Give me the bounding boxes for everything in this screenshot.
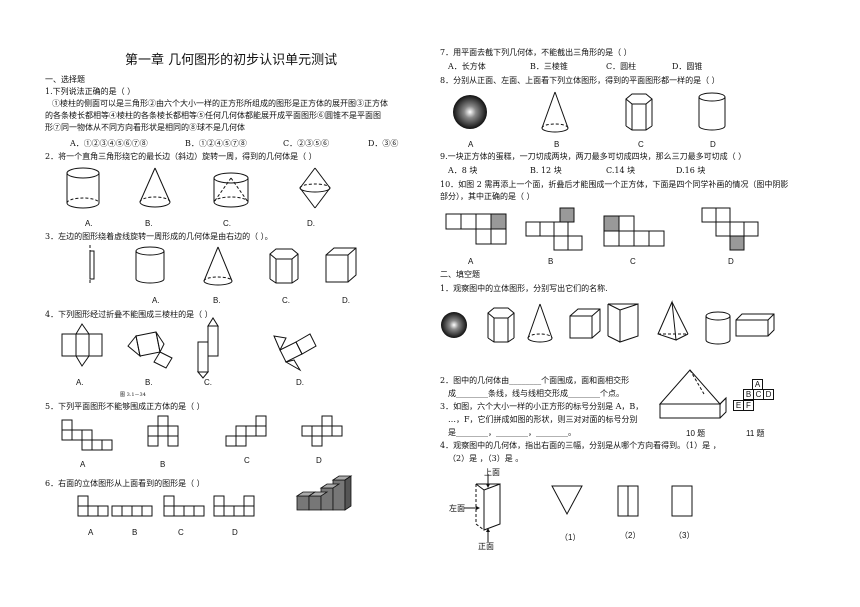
q7-option-c: C．圆柱 xyxy=(606,62,637,71)
f4-view-1: （1） xyxy=(560,533,581,542)
f2-line1: 2．图中的几何体由________个面围成，面和面相交形 xyxy=(440,376,630,385)
q10-label-b: B xyxy=(548,257,554,266)
q1-option-a: A．①②③④⑤⑥⑦⑧ xyxy=(70,139,148,148)
q1-line1: ①棱柱的侧面可以是三角形②由六个大小一样的正方形所组成的图形是正方体的展开图③正… xyxy=(52,99,388,108)
f1-figures xyxy=(441,300,775,345)
q2-figures xyxy=(66,167,331,209)
q1-option-d: D．③⑥ xyxy=(368,139,399,148)
q4-figures xyxy=(61,317,317,379)
q4-stem: 4．下列图形经过折叠不能围成三棱柱的是（ ） xyxy=(45,310,213,319)
q8-label-c: C xyxy=(638,140,644,149)
net-cell-f: F xyxy=(743,400,754,411)
q2-label-b: B. xyxy=(145,219,153,228)
q5-stem: 5．下列平面图形不能够围成正方体的是（ ） xyxy=(45,402,205,411)
sphere-shape xyxy=(453,95,487,129)
q3-label-c: C. xyxy=(282,296,290,305)
q4-figure-caption: 图 3.1－34 xyxy=(120,392,146,398)
q9-option-c: C.14 块 xyxy=(606,166,636,175)
q4-label-d: D. xyxy=(296,378,304,387)
f3-line2: …，F，它们拼成如图的形状，则三对对面的标号分别 xyxy=(448,415,638,424)
q6-label-c: C xyxy=(178,528,184,537)
fig11-net: A B C D E F xyxy=(733,379,786,415)
net-cell-d: D xyxy=(763,389,774,400)
q8-label-d: D xyxy=(710,140,716,149)
f4-label-front: 正面 xyxy=(478,542,494,551)
q3-label-a: A. xyxy=(152,296,160,305)
fig10-figure xyxy=(658,369,727,419)
q10-stem-2: 部分），其中正确的是（ ） xyxy=(440,192,535,201)
f4-views xyxy=(551,485,693,517)
q5-label-a: A xyxy=(80,460,86,469)
q3-stem: 3．左边的图形绕着虚线旋转一周形成的几何体是由右边的（ ）。 xyxy=(45,232,273,241)
q6-label-d: D xyxy=(232,528,238,537)
q9-option-b: B. 12 块 xyxy=(530,166,562,175)
q9-stem: 9.一块正方体的蛋糕，一刀切成两块，两刀最多可切成四块，那么三刀最多可切成（ ） xyxy=(440,152,747,161)
q8-stem: 8．分别从正面、左面、上面看下列立体图形，得到的平面图形都一样的是（ ） xyxy=(440,76,720,85)
f3-line1: 3．如图，六个大小一样的小正方形的标号分别是 A，B， xyxy=(440,402,644,411)
q2-label-d: D. xyxy=(307,219,315,228)
q1-line2: 的各条棱长都相等④棱柱的各条棱长都相等⑤任何几何体都能展开成平面图形⑥圆锥不是平… xyxy=(45,111,381,120)
q10-figures xyxy=(445,207,759,251)
fig11-label: 11 题 xyxy=(746,429,765,438)
q4-label-a: A. xyxy=(76,378,84,387)
q2-stem: 2．将一个直角三角形绕它的最长边（斜边）旋转一周，得到的几何体是（ ） xyxy=(45,152,317,161)
q7-option-a: A．长方体 xyxy=(448,62,486,71)
q8-label-b: B xyxy=(554,140,560,149)
q7-option-d: D．圆锥 xyxy=(672,62,703,71)
q3-label-d: D. xyxy=(342,296,350,305)
q5-label-d: D xyxy=(316,456,322,465)
q3-label-b: B. xyxy=(213,296,221,305)
f4-view-2: （2） xyxy=(620,531,641,540)
q10-label-a: A xyxy=(468,257,474,266)
q6-label-b: B xyxy=(132,528,138,537)
q3-figures xyxy=(89,245,357,286)
q6-figures xyxy=(77,495,255,517)
f4-line1: 4．观察图中的几何体，指出右面的三幅，分别是从哪个方向看得到。（1）是 ， xyxy=(440,441,721,450)
q8-label-a: A xyxy=(468,140,474,149)
q1-stem: 1.下列说法正确的是（ ） xyxy=(45,87,136,96)
q7-stem: 7．用平面去截下列几何体，不能截出三角形的是（ ） xyxy=(440,48,632,57)
q5-figures xyxy=(61,415,343,451)
f4-label-top: 上面 xyxy=(484,468,500,477)
q10-stem: 10．如图 2 需再添上一个面，折叠后才能围成一个正方体，下面是四个同学补画的情… xyxy=(440,180,789,189)
q7-option-b: B．三棱锥 xyxy=(530,62,568,71)
q5-label-c: C xyxy=(244,456,250,465)
section-fill: 二、填空题 xyxy=(440,270,480,279)
f1-stem: 1．观察图中的立体图形，分别写出它们的名称. xyxy=(440,284,608,293)
q6-solid-figure xyxy=(295,475,353,511)
q1-option-c: C．②③⑤⑥ xyxy=(283,139,330,148)
f4-label-left: 左面 xyxy=(449,504,465,513)
q1-line3: 形⑦同一物体从不同方向看形状是相同的⑧球不是几何体 xyxy=(45,123,245,132)
section-choice: 一、选择题 xyxy=(45,75,85,84)
q8-figures xyxy=(453,91,726,133)
f3-line3: 是________，________，________。 xyxy=(448,428,576,437)
q10-label-d: D xyxy=(728,257,734,266)
q2-label-a: A. xyxy=(85,219,93,228)
f4-view-3: （3） xyxy=(674,531,695,540)
q6-stem: 6．右面的立体图形从上面看到的图形是（ ） xyxy=(45,479,205,488)
f4-prism-figure xyxy=(464,474,501,542)
q10-label-c: C xyxy=(630,257,636,266)
q5-label-b: B xyxy=(160,460,166,469)
q4-label-b: B. xyxy=(145,378,153,387)
f4-line2: （2）是 ，（3）是 。 xyxy=(448,454,524,463)
q9-option-a: A．8 块 xyxy=(448,166,478,175)
q4-label-c: C. xyxy=(204,378,212,387)
q9-option-d: D.16 块 xyxy=(676,166,706,175)
q2-label-c: C. xyxy=(223,219,231,228)
f2-line2: 成________条线，线与线相交形成________个点。 xyxy=(448,389,624,398)
fig10-label: 10 题 xyxy=(686,429,706,438)
q6-label-a: A xyxy=(88,528,94,537)
q1-option-b: B．①②④⑤⑦⑧ xyxy=(185,139,247,148)
page-title: 第一章 几何图形的初步认识单元测试 xyxy=(125,53,338,68)
